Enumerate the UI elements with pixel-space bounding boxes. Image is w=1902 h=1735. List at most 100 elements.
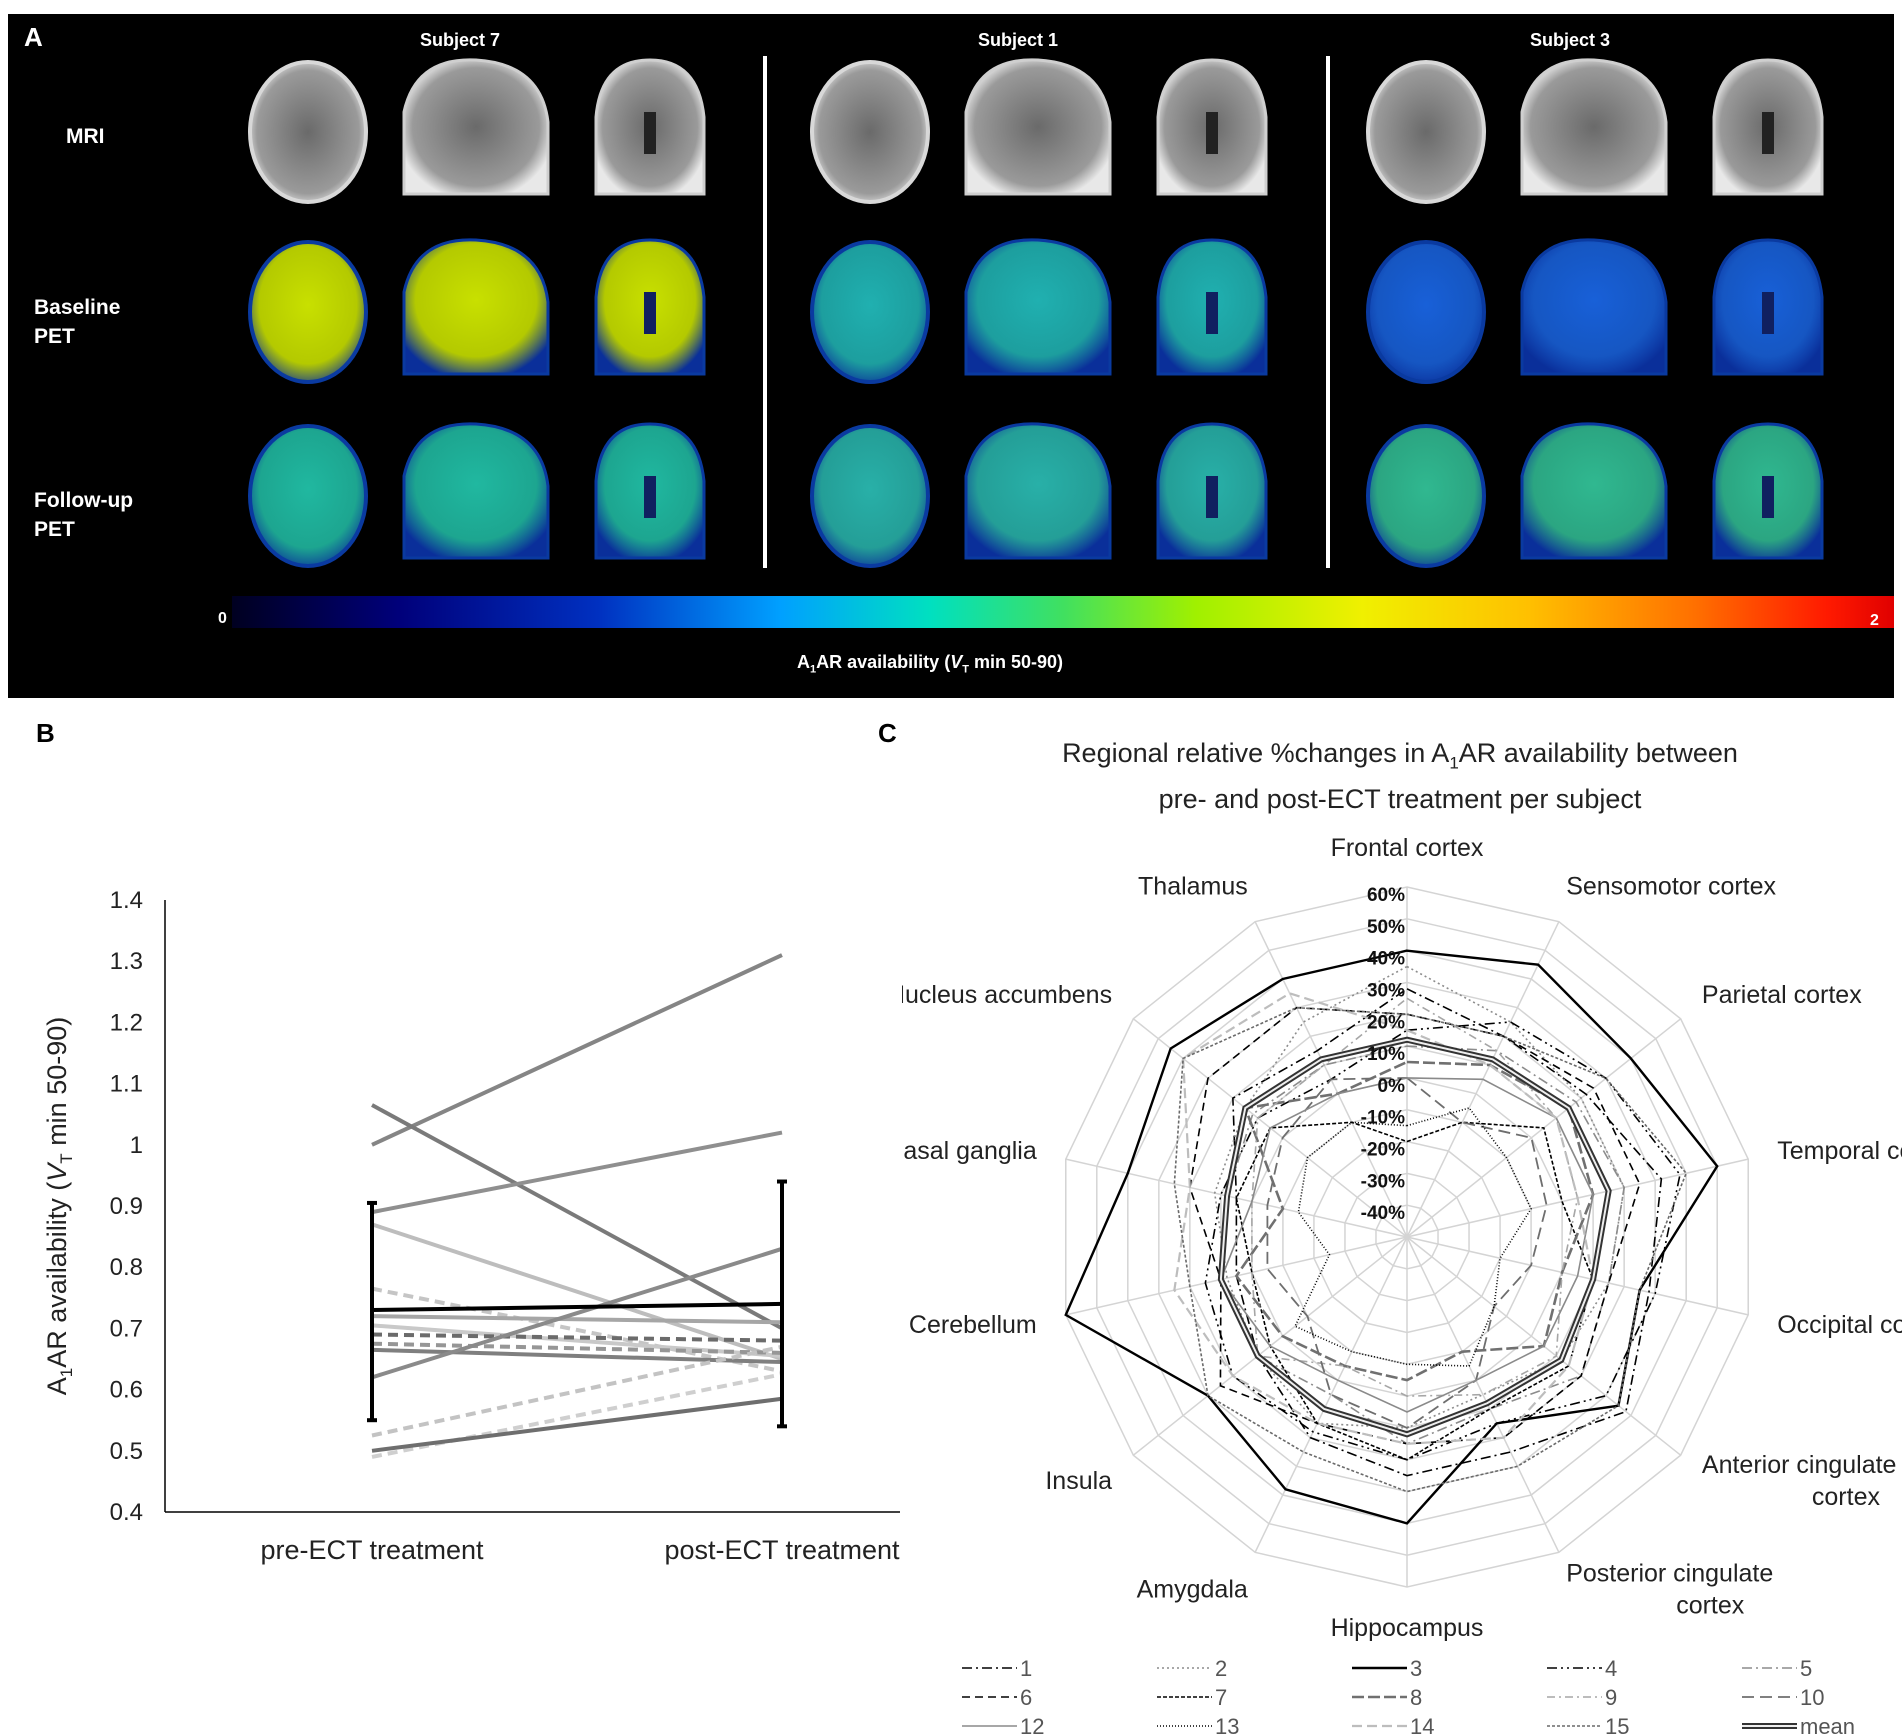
subject-line (371, 1130, 783, 1215)
axis-label: Parietal cortex (1702, 981, 1862, 1009)
legend-label: 10 (1800, 1685, 1824, 1710)
axis-label: Occipital cortex (1777, 1311, 1902, 1339)
ventricle-mark (1206, 476, 1218, 518)
mri-axial-image (810, 60, 930, 204)
legend-label: 8 (1410, 1685, 1422, 1710)
y-tick-label: 0.7 (110, 1315, 143, 1342)
axis-label: Nucleus accumbens (902, 981, 1112, 1009)
legend-label: 15 (1605, 1714, 1629, 1735)
radial-tick-label: 60% (1367, 885, 1405, 906)
axis-label: Temporal cortex (1777, 1137, 1902, 1165)
subject-line (371, 1246, 783, 1380)
pet-axial-image (248, 240, 368, 384)
subject-line (371, 1332, 783, 1343)
axis-label: Thalamus (1138, 873, 1248, 901)
series-polygon (1232, 987, 1663, 1477)
legend-label: 13 (1215, 1714, 1239, 1735)
series-polygon (1266, 1077, 1548, 1429)
axis-label: Amygdala (1137, 1575, 1248, 1603)
radial-tick-label: 40% (1367, 949, 1405, 970)
radial-axis (1254, 1236, 1408, 1553)
row-label-mri: MRI (66, 125, 105, 148)
series-polygon (1219, 1077, 1594, 1413)
subject-line (371, 1396, 783, 1453)
subject-title: Subject 7 (419, 30, 501, 50)
y-tick-label: 1.1 (110, 1071, 143, 1098)
subject-divider (1326, 56, 1330, 568)
subject-line (371, 1222, 783, 1361)
mri-axial-image (248, 60, 368, 204)
legend-label: 6 (1020, 1685, 1032, 1710)
pet-sagittal-image (964, 422, 1112, 560)
legend-label: 12 (1020, 1714, 1044, 1735)
subject-line (371, 1344, 783, 1438)
subject-line (371, 1314, 783, 1325)
colorbar-min: 0 (218, 610, 227, 627)
radial-tick-label: 50% (1367, 917, 1405, 938)
pet-sagittal-image (1520, 422, 1668, 560)
mri-sagittal-image (1520, 58, 1668, 196)
radial-axis (1406, 1236, 1560, 1553)
subject-line (371, 953, 783, 1147)
radial-tick-label: -30% (1361, 1171, 1405, 1192)
y-tick-label: 1.3 (110, 948, 143, 975)
mri-axial-image (1366, 60, 1486, 204)
ventricle-mark (644, 292, 656, 334)
radar-chart-c: 60%50%40%30%20%10%0%-10%-20%-30%-40%Fron… (902, 834, 1902, 1735)
y-tick-label: 0.8 (110, 1254, 143, 1281)
pet-axial-image (810, 424, 930, 568)
y-tick-label: 0.9 (110, 1193, 143, 1220)
mri-sagittal-image (402, 58, 550, 196)
axis-label: Insula (1045, 1467, 1112, 1495)
pet-axial-image (1366, 240, 1486, 384)
legend-label: 14 (1410, 1714, 1434, 1735)
y-tick-label: 1.2 (110, 1009, 143, 1036)
ventricle-mark (644, 112, 656, 154)
panel-letter-a: A (24, 22, 43, 52)
legend-label: 3 (1410, 1656, 1422, 1681)
mean-line (371, 1301, 783, 1313)
colorbar-label: A1AR availability (VT min 50-90) (797, 652, 1063, 676)
panel-letter-b: B (36, 718, 55, 748)
legend-label: 1 (1020, 1656, 1032, 1681)
subject-title: Subject 1 (977, 30, 1059, 50)
radial-tick-label: 10% (1367, 1044, 1405, 1065)
colorbar-max: 2 (1870, 612, 1879, 629)
pet-sagittal-image (402, 238, 550, 376)
pet-axial-image (1366, 424, 1486, 568)
mri-sagittal-image (964, 58, 1112, 196)
pet-axial-image (810, 240, 930, 384)
pet-axial-image (248, 424, 368, 568)
series-polygon (1293, 1107, 1532, 1367)
legend-label: 4 (1605, 1656, 1617, 1681)
x-tick-label: post-ECT treatment (664, 1535, 900, 1565)
series-polygon (1064, 949, 1719, 1525)
series-polygon (1251, 997, 1579, 1397)
axis-label: Frontal cortex (1331, 834, 1484, 862)
ventricle-mark (1762, 112, 1774, 154)
legend-label: 5 (1800, 1656, 1812, 1681)
series-polygon (1234, 1060, 1595, 1382)
subject-divider (763, 56, 767, 568)
y-tick-label: 1.4 (110, 887, 143, 914)
radial-tick-label: 30% (1367, 980, 1405, 1001)
panel-letter-c: C (878, 718, 897, 748)
radial-tick-label: -10% (1361, 1108, 1405, 1129)
series-polygon (1235, 1121, 1594, 1461)
panel-a-imaging (8, 14, 1894, 698)
radar-title: Regional relative %changes in A1AR avail… (1062, 738, 1738, 815)
y-axis-label: A1AR availability (VT min 50-90) (42, 1017, 76, 1396)
ventricle-mark (1206, 292, 1218, 334)
legend-label: 7 (1215, 1685, 1227, 1710)
y-tick-label: 1 (130, 1132, 143, 1159)
axis-label: Sensomotor cortex (1566, 873, 1776, 901)
colorbar (232, 596, 1894, 628)
ventricle-mark (644, 476, 656, 518)
subject-title: Subject 3 (1529, 30, 1611, 50)
series-polygon (1173, 1006, 1688, 1493)
ventricle-mark (1762, 292, 1774, 334)
